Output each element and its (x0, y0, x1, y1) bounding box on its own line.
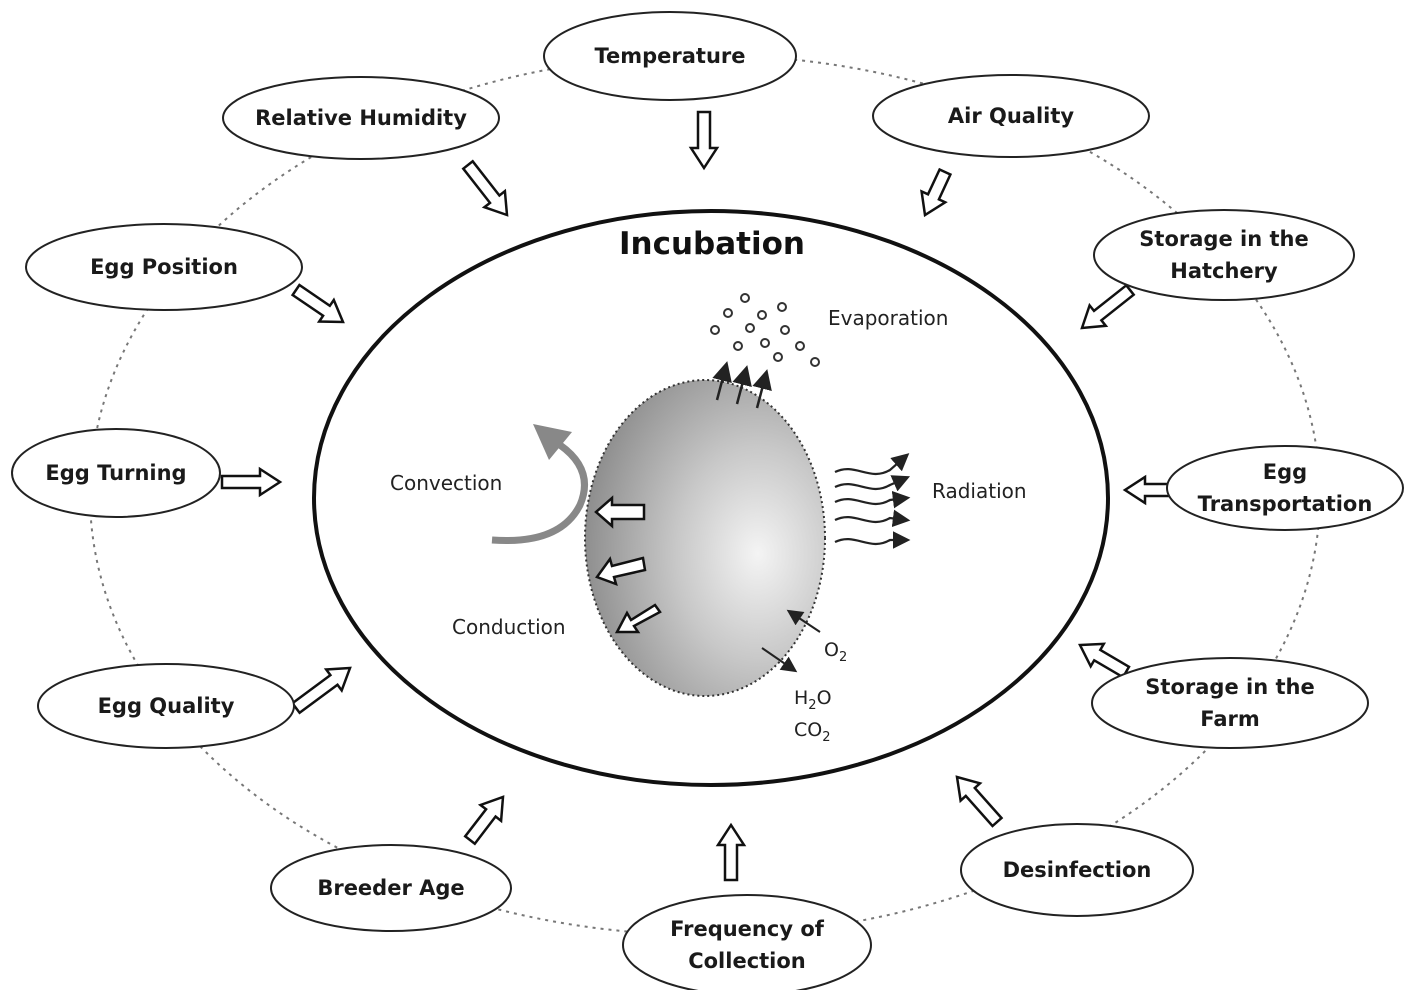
egg-transportation-ellipse (1166, 445, 1404, 531)
temperature-ellipse (543, 11, 797, 101)
egg-transportation-label-line-2: Transportation (1198, 492, 1373, 516)
egg-position-label-line-1: Egg Position (90, 255, 238, 279)
factor-relative-humidity: Relative Humidity (222, 76, 500, 160)
convection-arrow (491, 424, 588, 545)
co2-label: CO2 (794, 719, 831, 745)
factor-temperature: Temperature (543, 11, 797, 101)
evaporation-label: Evaporation (828, 306, 948, 330)
storage-hatchery-label-line-2: Hatchery (1170, 259, 1278, 283)
relative-humidity-ellipse (222, 76, 500, 160)
center-title: Incubation (619, 226, 805, 262)
frequency-collection-ellipse (622, 894, 872, 990)
relative-humidity-label-line-1: Relative Humidity (255, 106, 467, 130)
factor-arrows (220, 110, 1174, 882)
conduction-arrows (594, 495, 662, 634)
egg-turning-arrow (220, 466, 283, 498)
storage-farm-ellipse (1091, 657, 1369, 749)
air-quality-label-line-1: Air Quality (948, 104, 1075, 128)
o2-label: O2 (824, 639, 847, 665)
factor-breeder-age: Breeder Age (270, 844, 512, 932)
factor-frequency-collection: Frequency of Collection (622, 894, 872, 990)
egg-quality-label-line-1: Egg Quality (98, 694, 235, 718)
h2o-label: H2O (794, 687, 832, 713)
evaporation-arrows (712, 361, 772, 409)
desinfection-ellipse (960, 823, 1194, 917)
storage-hatchery-ellipse (1093, 209, 1355, 301)
egg-quality-arrow (290, 666, 352, 715)
factor-air-quality: Air Quality (872, 74, 1150, 158)
storage-farm-label-line-1: Storage in the (1145, 675, 1314, 699)
desinfection-arrow (955, 775, 1004, 828)
breeder-age-ellipse (270, 844, 512, 932)
radiation-arrows (834, 453, 911, 549)
frequency-collection-arrow (715, 822, 747, 882)
egg-position-ellipse (25, 223, 303, 311)
factor-egg-quality: Egg Quality (37, 663, 295, 749)
egg-turning-label-line-1: Egg Turning (45, 461, 186, 485)
storage-farm-label-line-2: Farm (1200, 707, 1260, 731)
breeder-age-label-line-1: Breeder Age (317, 876, 464, 900)
factor-desinfection: Desinfection (960, 823, 1194, 917)
temperature-label-line-1: Temperature (594, 44, 745, 68)
factor-egg-turning: Egg Turning (11, 428, 221, 518)
convection-label: Convection (390, 471, 502, 495)
breeder-age-arrow (463, 795, 505, 846)
egg-position-arrow (290, 283, 345, 324)
egg-transportation-arrow (1122, 474, 1174, 506)
frequency-collection-label-line-1: Frequency of (670, 917, 825, 941)
egg-turning-ellipse (11, 428, 221, 518)
air-quality-ellipse (872, 74, 1150, 158)
evaporation-dots (710, 293, 820, 367)
storage-farm-arrow (1078, 642, 1131, 679)
egg (584, 379, 826, 697)
egg-transportation-label-line-1: Egg (1263, 460, 1307, 484)
storage-hatchery-arrow (1080, 283, 1136, 330)
relative-humidity-arrow (461, 159, 509, 217)
storage-hatchery-label-line-1: Storage in the (1139, 227, 1308, 251)
factor-egg-position: Egg Position (25, 223, 303, 311)
conduction-label: Conduction (452, 615, 566, 639)
temperature-arrow (688, 110, 720, 171)
desinfection-label-line-1: Desinfection (1003, 858, 1152, 882)
radiation-label: Radiation (932, 479, 1027, 503)
egg-quality-ellipse (37, 663, 295, 749)
gas-exchange-arrows (761, 609, 821, 673)
frequency-collection-label-line-2: Collection (688, 949, 806, 973)
air-quality-arrow (920, 167, 953, 218)
